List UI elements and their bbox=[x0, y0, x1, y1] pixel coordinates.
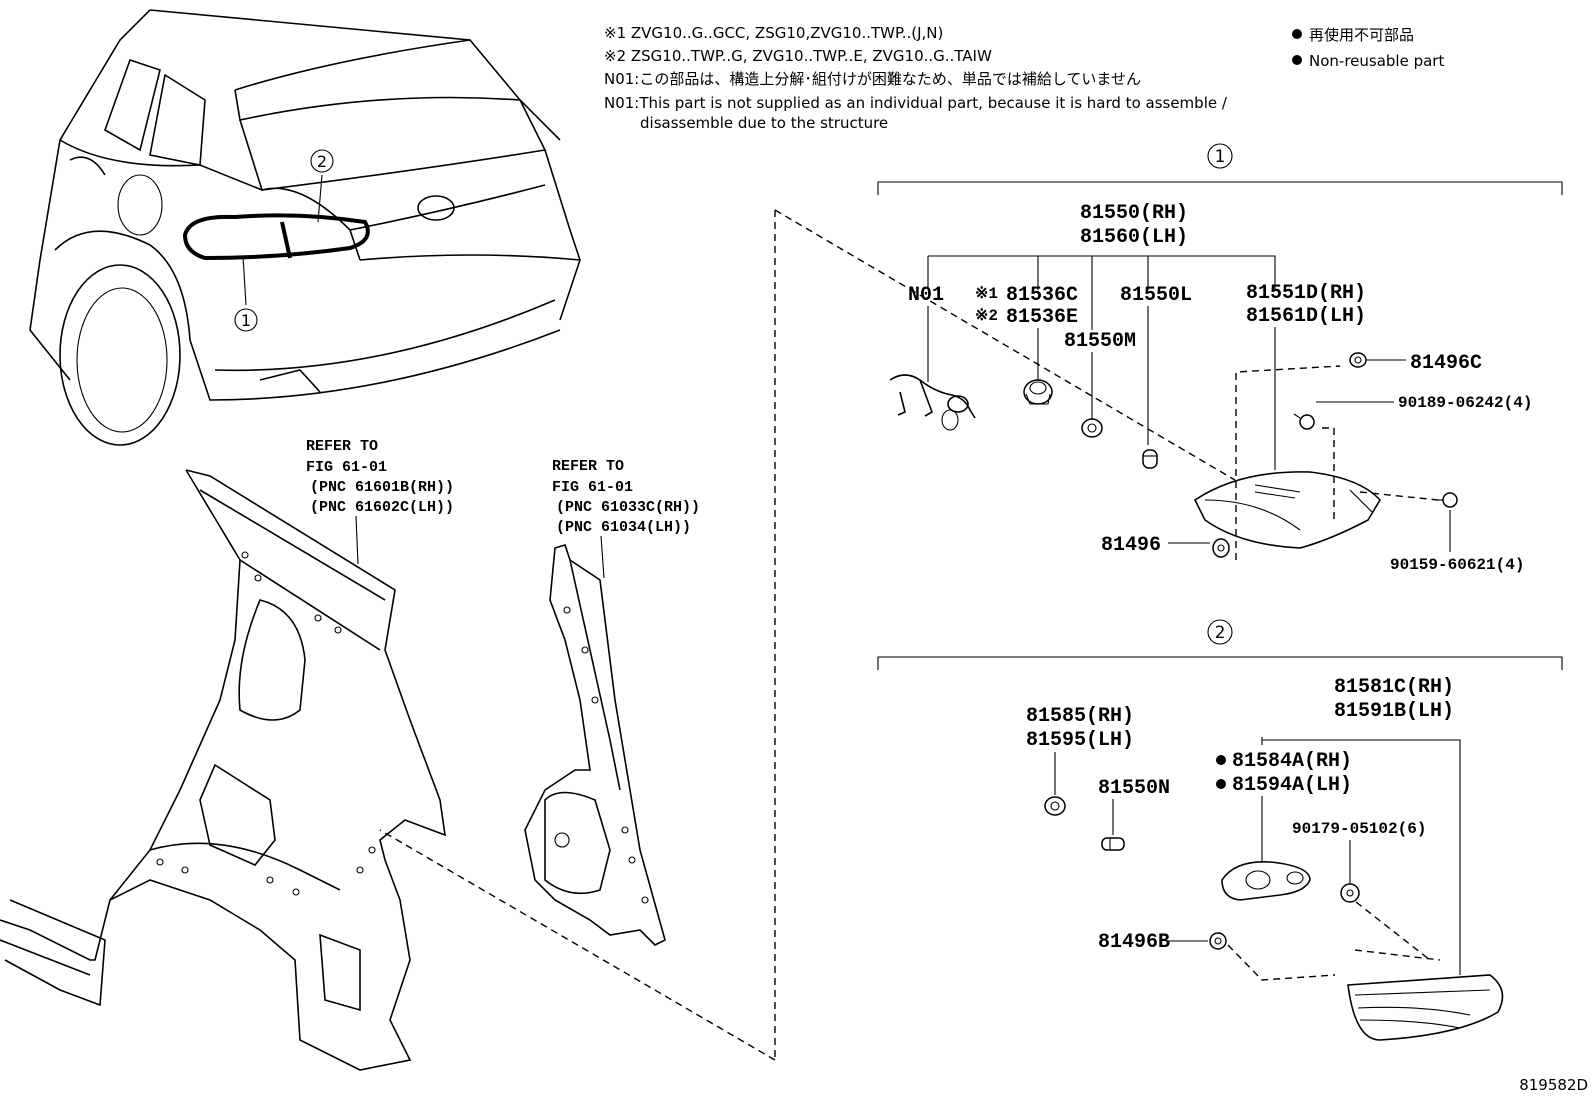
part-number: 81560(LH) bbox=[1080, 226, 1188, 249]
callout-number: 1 bbox=[1215, 147, 1226, 167]
callout-number: 2 bbox=[1215, 623, 1226, 643]
part-number-n01: N01 bbox=[908, 284, 944, 307]
note-2: ※2 ZSG10..TWP..G, ZVG10..TWP..E, ZVG10..… bbox=[604, 47, 992, 65]
part-number: 81551D(RH) bbox=[1246, 282, 1366, 305]
part-number: 81594A(LH) bbox=[1232, 774, 1352, 797]
group-1-assembly-labels: 81550(RH) 81560(LH) bbox=[927, 202, 1276, 330]
vehicle-rear-illustration bbox=[29, 9, 581, 446]
non-reusable-bullet-icon bbox=[1216, 779, 1226, 789]
note-1: ※1 ZVG10..G..GCC, ZSG10,ZVG10..TWP..(J,N… bbox=[604, 24, 943, 42]
socket-part-81585 bbox=[1044, 796, 1066, 816]
part-number: 81536E bbox=[1006, 306, 1078, 329]
note-3: N01:この部品は、構造上分解･組付けが困難なため、単品では補給していません bbox=[604, 70, 1141, 88]
refer-to-label-1: REFER TO FIG 61-01 (PNC 61601B(RH)) (PNC… bbox=[306, 438, 454, 565]
group-2-leaders bbox=[1054, 737, 1461, 981]
legend: 再使用不可部品 Non-reusable part bbox=[1292, 26, 1444, 70]
legend-en: Non-reusable part bbox=[1309, 52, 1444, 70]
part-number: 81550L bbox=[1120, 284, 1192, 307]
note-4a: N01:This part is not supplied as an indi… bbox=[604, 94, 1228, 112]
note-4b: disassemble due to the structure bbox=[640, 114, 888, 132]
callout-2-vehicle: 2 bbox=[310, 149, 334, 173]
group-1-part-labels: N01 ※1 81536C ※2 81536E 81550L 81550M 81… bbox=[908, 282, 1532, 574]
part-number: 81550N bbox=[1098, 777, 1170, 800]
grommet-81496 bbox=[1212, 538, 1230, 558]
figure-id: 819582D bbox=[1519, 1076, 1588, 1094]
part-number: 81584A(RH) bbox=[1232, 750, 1352, 773]
part-number: 90179-05102(6) bbox=[1292, 820, 1426, 838]
nut-90179 bbox=[1340, 883, 1360, 903]
callout-number: 2 bbox=[317, 152, 327, 171]
part-number: 81496 bbox=[1101, 534, 1161, 557]
refer-fig-text: FIG 61-01 bbox=[552, 479, 633, 496]
pnc-rh-text: (PNC 61033C(RH)) bbox=[556, 499, 700, 516]
socket-part-81536 bbox=[1023, 379, 1053, 405]
rear-combination-lamp bbox=[1193, 471, 1381, 549]
part-number: 90189-06242(4) bbox=[1398, 394, 1532, 412]
dashed-leader bbox=[774, 209, 1236, 481]
part-number: 81561D(LH) bbox=[1246, 305, 1366, 328]
refer-to-label-2: REFER TO FIG 61-01 (PNC 61033C(RH)) (PNC… bbox=[552, 458, 700, 579]
pnc-lh-text: (PNC 61602C(LH)) bbox=[310, 499, 454, 516]
grommet-81496b bbox=[1209, 932, 1227, 950]
refer-fig-text: FIG 61-01 bbox=[306, 459, 387, 476]
wire-harness-part bbox=[889, 374, 976, 431]
dashed-leader bbox=[379, 829, 776, 1061]
bulb-part-81550n bbox=[1101, 837, 1125, 851]
bulb-part-81550l bbox=[1142, 449, 1158, 469]
applicability-mark: ※1 bbox=[975, 285, 998, 303]
quarter-panel-illustration bbox=[0, 469, 446, 1071]
refer-to-text: REFER TO bbox=[552, 458, 624, 475]
gasket-81584a bbox=[1221, 861, 1311, 901]
part-number: 81591B(LH) bbox=[1334, 700, 1454, 723]
callout-1-vehicle: 1 bbox=[234, 308, 258, 332]
part-number: 81496B bbox=[1098, 931, 1170, 954]
non-reusable-bullet-icon bbox=[1292, 29, 1302, 39]
part-number: 81595(LH) bbox=[1026, 729, 1134, 752]
part-number: 81496C bbox=[1410, 352, 1482, 375]
inner-panel-illustration bbox=[524, 544, 666, 946]
applicability-mark: ※2 bbox=[975, 307, 998, 325]
part-number: 81550M bbox=[1064, 330, 1136, 353]
legend-ja: 再使用不可部品 bbox=[1309, 26, 1414, 44]
grommet-81496c bbox=[1349, 352, 1367, 368]
group-1-header: 1 bbox=[877, 143, 1563, 195]
screw-90189 bbox=[1293, 413, 1315, 430]
group-2-part-labels: 81585(RH) 81595(LH) 81550N 81581C(RH) 81… bbox=[1026, 676, 1454, 954]
part-number: 81536C bbox=[1006, 284, 1078, 307]
non-reusable-bullet-icon bbox=[1292, 55, 1302, 65]
back-door-lamp bbox=[1347, 974, 1504, 1041]
non-reusable-bullet-icon bbox=[1216, 755, 1226, 765]
refer-to-text: REFER TO bbox=[306, 438, 378, 455]
nut-90159 bbox=[1438, 492, 1458, 508]
group-1-leaders bbox=[927, 306, 1451, 560]
callout-number: 1 bbox=[241, 311, 251, 330]
socket-part-81550m bbox=[1081, 418, 1103, 438]
part-number: 81581C(RH) bbox=[1334, 676, 1454, 699]
pnc-rh-text: (PNC 61601B(RH)) bbox=[310, 479, 454, 496]
part-number: 81550(RH) bbox=[1080, 202, 1188, 225]
notes-block: ※1 ZVG10..G..GCC, ZSG10,ZVG10..TWP..(J,N… bbox=[604, 24, 1228, 132]
pnc-lh-text: (PNC 61034(LH)) bbox=[556, 519, 691, 536]
part-number: 81585(RH) bbox=[1026, 705, 1134, 728]
part-number: 90159-60621(4) bbox=[1390, 556, 1524, 574]
group-2-header: 2 bbox=[877, 619, 1563, 670]
